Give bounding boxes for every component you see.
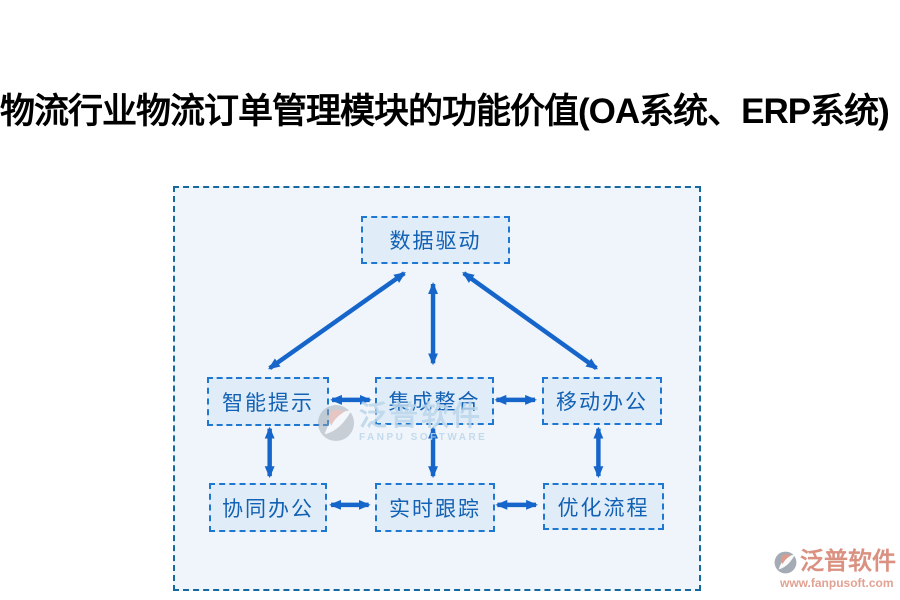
- arrow-data-driven-smart-tips: [268, 271, 406, 371]
- node-data-driven: 数据驱动: [361, 216, 510, 264]
- arrows-layer: [264, 271, 604, 510]
- footer-brand-url: www.fanpusoft.com: [780, 576, 894, 591]
- node-realtime-tracking: 实时跟踪: [375, 483, 495, 532]
- node-process-optimization: 优化流程: [543, 483, 664, 530]
- arrow-data-driven-mobile-office: [462, 271, 599, 371]
- footer-brand: 泛普软件 www.fanpusoft.com: [774, 548, 896, 591]
- page-title: 物流行业物流订单管理模块的功能价值(OA系统、ERP系统): [0, 92, 890, 131]
- node-smart-tips: 智能提示: [207, 377, 329, 426]
- node-integration: 集成整合: [375, 377, 494, 425]
- footer-brand-text: 泛普软件: [800, 548, 896, 575]
- diagram-panel: 数据驱动 智能提示 集成整合 移动办公 协同办公 实时跟踪 优化流程 泛普软件 …: [173, 186, 701, 591]
- node-mobile-office: 移动办公: [542, 377, 662, 425]
- fanpu-logo-icon: [774, 551, 797, 574]
- footer-brand-row: 泛普软件: [774, 548, 896, 575]
- node-collaboration: 协同办公: [209, 483, 327, 532]
